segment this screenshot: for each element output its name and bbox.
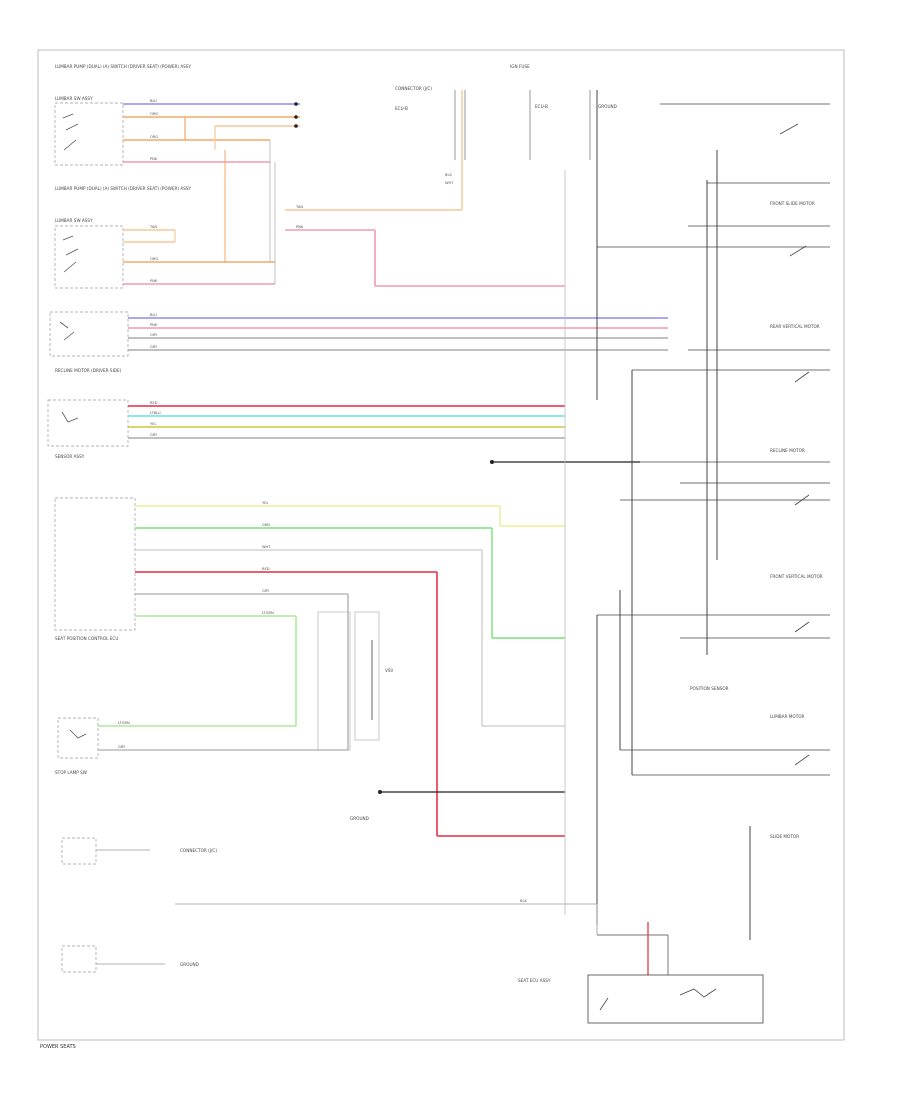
label-connector-2: ECU-B [395,106,408,111]
switch-label-1: FRONT SLIDE MOTOR [770,201,815,206]
seat-ecu-title: SEAT POSITION CONTROL ECU [55,636,118,641]
wire-tag-org-3: ORG [150,257,158,261]
label-fuse-box: ECU-B [535,104,548,109]
wire-tag-gry-3: GRY [150,433,158,437]
recline-motor-block: BLU PNK GRY GRY [49,311,668,357]
diagram-frame [37,49,845,1041]
wire-tag-tan-2: TAN [295,205,303,209]
wire-tag-pnk-4: PNK [150,323,158,327]
switch-label-4: FRONT VERTICAL MOTOR [770,574,823,579]
wire-tag-ltgrn-1: LTGRN [262,611,274,615]
lumbar-switch-block-2: LUMBAR PUMP (DUAL) (A) SWITCH (DRIVER SE… [54,140,276,289]
seat-ecu-block: YEL GRN WHT RED GRY LTGRN SEAT POSITION … [54,497,565,837]
wire-tag-tan-1: TAN [149,225,157,229]
switch-label-5: LUMBAR MOTOR [770,714,805,719]
wire-tag-pnk-1: PNK [150,157,158,161]
label-connector-1: CONNECTOR (J/C) [395,86,432,91]
wire-tag-ltgrn-2: LTGRN [118,721,130,725]
wire-tag-blk-2: BLK [520,899,527,903]
footer-label: POWER SEATS [40,1044,76,1050]
wire-tag-red-2: RED [262,567,270,571]
wire-tag-blu-2: BLU [150,313,157,317]
bottom-ecu-label: SEAT ECU ASSY [518,978,551,983]
component-subtitle-2: LUMBAR SW ASSY [55,218,93,223]
wire-tag-blk-1: BLK [445,173,452,177]
wire-tag-yel-1: YEL [150,422,156,426]
wire-tag-wht-2: WHT [262,545,271,549]
wire-tag-grn-1: GRN [262,523,270,527]
wire-tag-gry-2: GRY [150,345,158,349]
vsv-block: VSV [317,611,394,751]
wire-tag-red-1: RED [150,401,158,405]
label-brake-sw: STOP LAMP SW [55,770,87,775]
lumbar-switch-block-1: LUMBAR PUMP (DUAL) (A) SWITCH (DRIVER SE… [54,64,300,166]
wire-tag-pnk-2: PNK [150,279,158,283]
label-yaw-sensor: SENSOR ASSY [55,454,85,459]
wire-tag-gry-1: GRY [150,333,158,337]
switch-label-7: POSITION SENSOR [690,686,729,691]
wire-tag-blu-1: BLU [150,99,157,103]
wire-tag-wht-1: WHT [445,181,454,185]
label-connector-lower: CONNECTOR (J/C) [180,848,217,853]
label-fuse-ig: IGN FUSE [510,64,530,69]
wire-tag-yel-2: YEL [262,501,268,505]
switch-label-3: RECLINE MOTOR [770,448,805,453]
lower-left-components: LTGRN GRY STOP LAMP SW CONNECTOR (J/C) B… [55,717,565,973]
component-title-1: LUMBAR PUMP (DUAL) (A) SWITCH (DRIVER SE… [55,64,192,69]
label-ground-lower: GROUND [180,962,199,967]
feed-wires: TAN PNK [285,90,565,287]
wire-tag-pnk-3: PNK [296,225,304,229]
label-ground-top: GROUND [598,104,617,109]
vertical-buses [564,90,751,940]
bottom-ecu-block: SEAT ECU ASSY [518,903,764,1024]
right-switch-ladder: FRONT SLIDE MOTOR REAR VERTICAL MOTOR RE… [597,103,830,839]
wire-tag-org-2: ORG [150,135,158,139]
wire-tag-org-1: ORG [150,112,158,116]
label-ground-note: GROUND [350,816,369,821]
component-subtitle-1: LUMBAR SW ASSY [55,96,93,101]
component-title-sensor: RECLINE MOTOR (DRIVER SIDE) [55,368,122,373]
sensor-block: RECLINE MOTOR (DRIVER SIDE) RED LTBLU YE… [47,368,565,459]
wire-tag-ltblu-1: LTBLU [150,411,161,415]
wire-tag-gry-5: GRY [118,745,126,749]
component-title-2: LUMBAR PUMP (DUAL) (A) SWITCH (DRIVER SE… [55,186,192,191]
vsv-label: VSV [385,668,394,673]
top-connector-labels: CONNECTOR (J/C) ECU-B IGN FUSE ECU-B GRO… [395,64,617,185]
wire-tag-gry-4: GRY [262,589,270,593]
switch-label-2: REAR VERTICAL MOTOR [770,324,820,329]
switch-label-6: SLIDE MOTOR [770,834,799,839]
